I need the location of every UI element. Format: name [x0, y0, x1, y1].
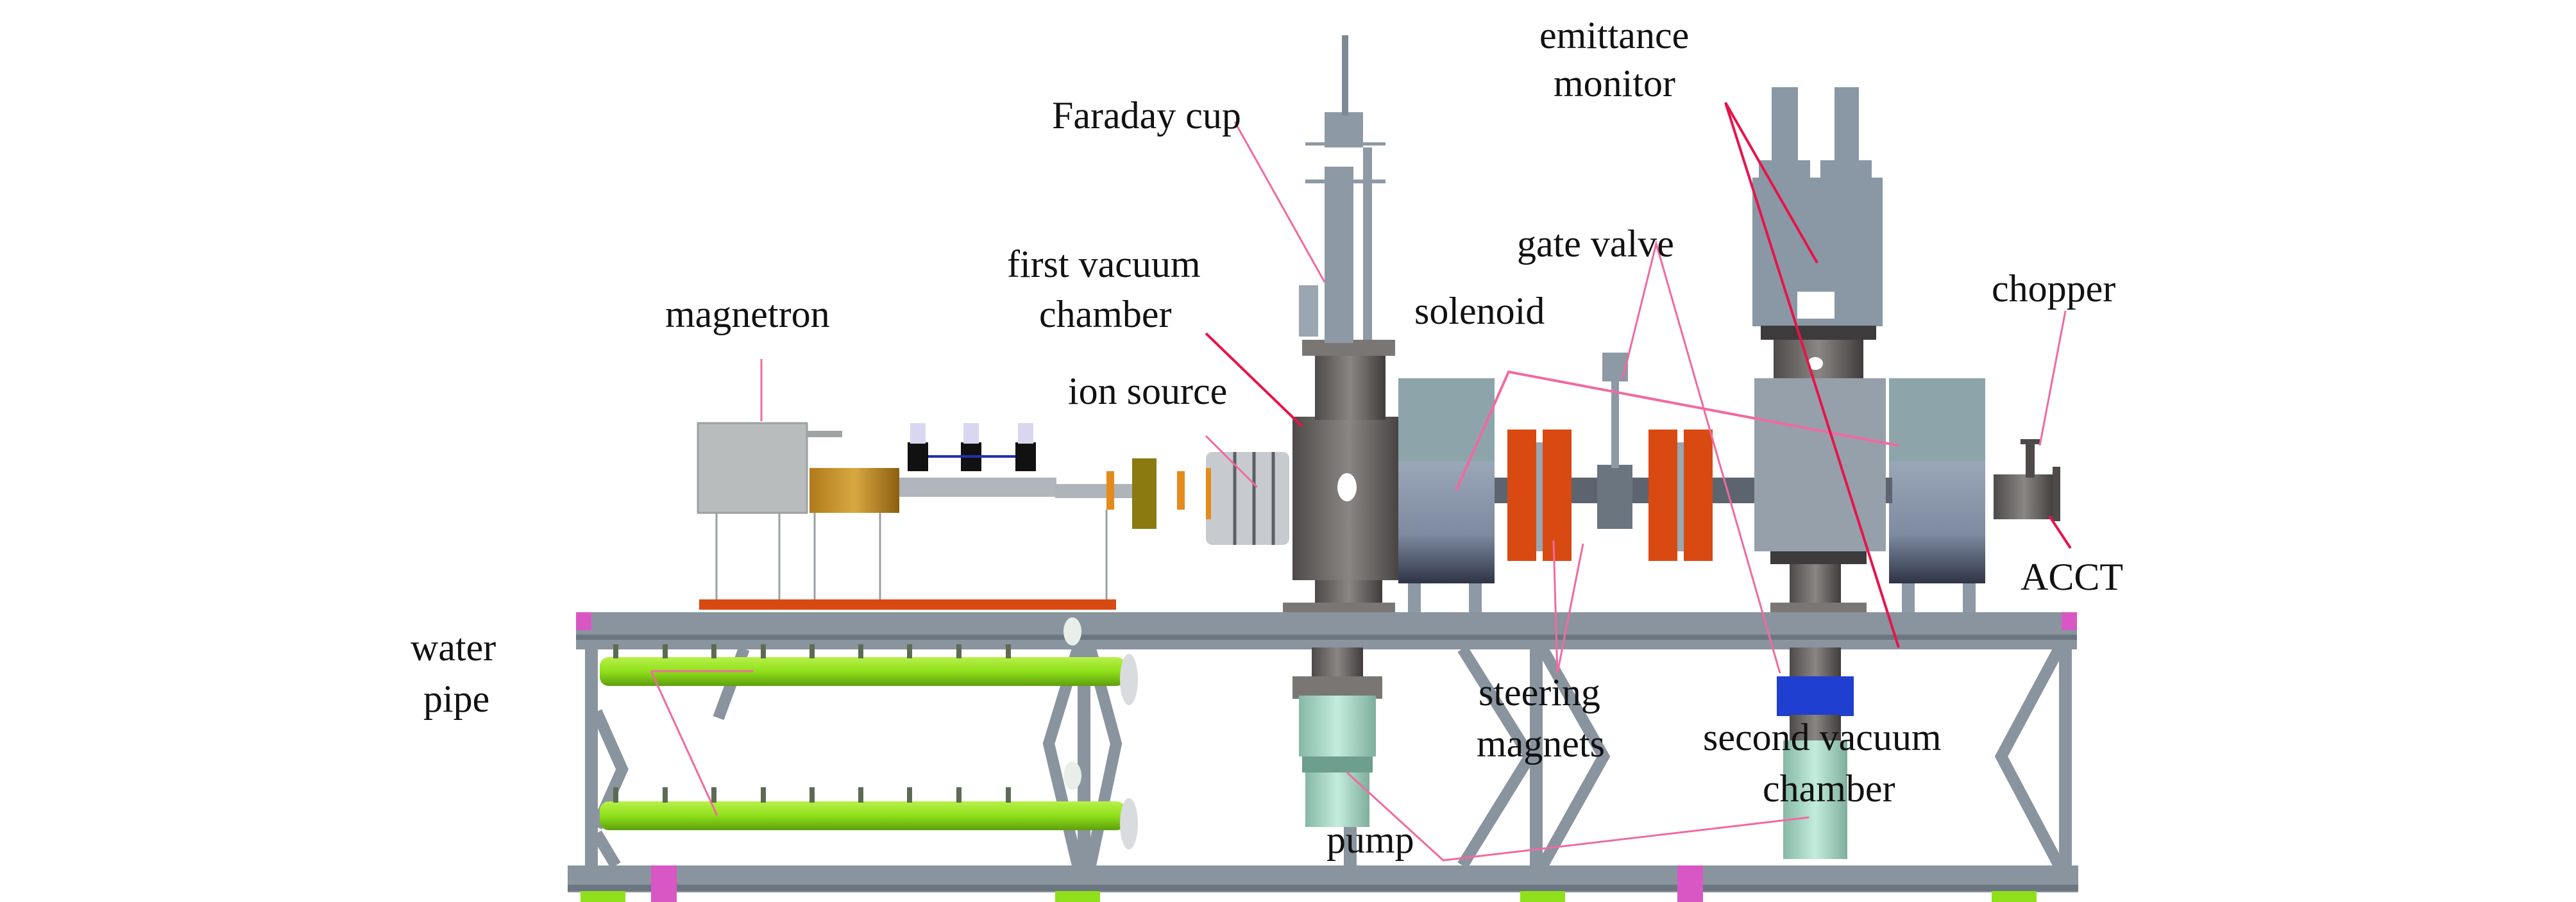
leader-water-pipe	[650, 671, 718, 816]
label-emittance-monitor-line1: emittance	[1539, 14, 1689, 56]
frame-marker	[2062, 612, 2077, 630]
pump-body	[1299, 696, 1376, 756]
label-water-pipe-line1: water	[411, 626, 496, 669]
label-first-vacuum-chamber-line1: first vacuum	[1007, 243, 1201, 285]
second-chamber-pump	[1783, 740, 1847, 859]
water-pipe-valve	[1063, 762, 1081, 790]
second-chamber-body	[1754, 378, 1886, 551]
first-vacuum-chamber	[1283, 340, 1405, 612]
waveguide	[899, 478, 1056, 497]
label-pump: pump	[1326, 819, 1414, 861]
steering-magnet-coil	[1648, 430, 1677, 561]
label-emittance-monitor-line2: monitor	[1554, 62, 1675, 104]
leader-first-vacuum-chamber	[1205, 332, 1303, 428]
frame-top-rail-shadow	[576, 635, 2077, 640]
label-first-vacuum-chamber-line2: chamber	[1039, 293, 1172, 335]
leader-pump	[1346, 771, 1809, 862]
leader-chopper	[2038, 310, 2067, 446]
solenoid-body	[1398, 462, 1495, 583]
solenoid-body	[1889, 462, 1985, 583]
chopper-acct	[1994, 439, 2060, 521]
magnetron-supports	[715, 510, 1108, 599]
labels: magnetron Faraday cup first vacuum chamb…	[411, 14, 2123, 861]
circulator-units	[908, 423, 1036, 471]
leader-emittance-monitor	[1724, 102, 1900, 648]
frame-feet	[580, 865, 2037, 902]
label-solenoid: solenoid	[1414, 290, 1545, 332]
label-magnetron: magnetron	[665, 293, 830, 335]
label-steering-magnets-line2: magnets	[1477, 722, 1605, 765]
magnetron-box	[697, 422, 808, 514]
frame-marker	[576, 612, 591, 630]
steering-magnet-2	[1648, 430, 1713, 561]
dc-break	[1132, 458, 1157, 529]
label-chopper: chopper	[1992, 267, 2115, 310]
frame-post	[2059, 647, 2072, 867]
label-gate-valve: gate valve	[1517, 222, 1674, 265]
leader-lines	[650, 102, 2072, 862]
emittance-monitor	[1752, 87, 1883, 340]
leader-solenoid	[1455, 370, 1899, 491]
faraday-cup	[1299, 35, 1385, 343]
label-second-vacuum-chamber-line2: chamber	[1763, 767, 1895, 810]
frame-bottom-rail-shadow	[568, 885, 2078, 891]
steering-magnet-coil	[1507, 430, 1536, 561]
leader-acct	[2048, 515, 2072, 549]
solenoid-2	[1889, 378, 1985, 612]
second-vacuum-chamber	[1754, 340, 1886, 859]
magnetron-base-plate	[699, 599, 1116, 610]
faraday-cup-rod	[1342, 35, 1348, 115]
acct-flange	[2053, 467, 2060, 521]
magnetron-waveguide-coupler	[809, 468, 899, 513]
water-pipe-valve	[1063, 617, 1081, 646]
label-steering-magnets-line1: steering	[1479, 671, 1600, 714]
water-pipe-elbow	[1120, 798, 1138, 849]
frame-post	[1530, 647, 1543, 867]
gate-valve	[1597, 353, 1632, 529]
leader-ion-source	[1205, 435, 1258, 489]
water-pipe-elbow	[1120, 654, 1138, 705]
solenoid-coil-pack	[1398, 378, 1495, 468]
water-pipe-taps	[613, 644, 1011, 803]
frame-post	[585, 647, 598, 867]
ion-source	[1206, 452, 1289, 545]
water-pipes	[600, 617, 1138, 849]
steering-magnet-1	[1507, 430, 1572, 561]
ion-source-body	[1206, 452, 1289, 545]
label-faraday-cup: Faraday cup	[1052, 94, 1241, 137]
chopper-body	[1994, 474, 2055, 519]
magnetron-assembly	[697, 422, 1185, 610]
frame-top-rail	[576, 612, 2077, 649]
leader-gate-valve	[1622, 240, 1781, 674]
first-pump	[1292, 647, 1382, 827]
water-pipe-upper	[600, 657, 1126, 686]
water-pipe-lower	[600, 801, 1126, 830]
leader-faraday-cup	[1233, 121, 1326, 283]
label-ion-source: ion source	[1068, 370, 1227, 412]
label-water-pipe-line2: pipe	[423, 678, 489, 720]
bellows	[1777, 676, 1854, 716]
solenoid-1	[1398, 378, 1495, 612]
label-second-vacuum-chamber-line1: second vacuum	[1703, 716, 1942, 758]
label-acct: ACCT	[2021, 556, 2123, 598]
leader-steering-magnets	[1552, 540, 1584, 674]
solenoid-coil-pack	[1889, 378, 1985, 468]
